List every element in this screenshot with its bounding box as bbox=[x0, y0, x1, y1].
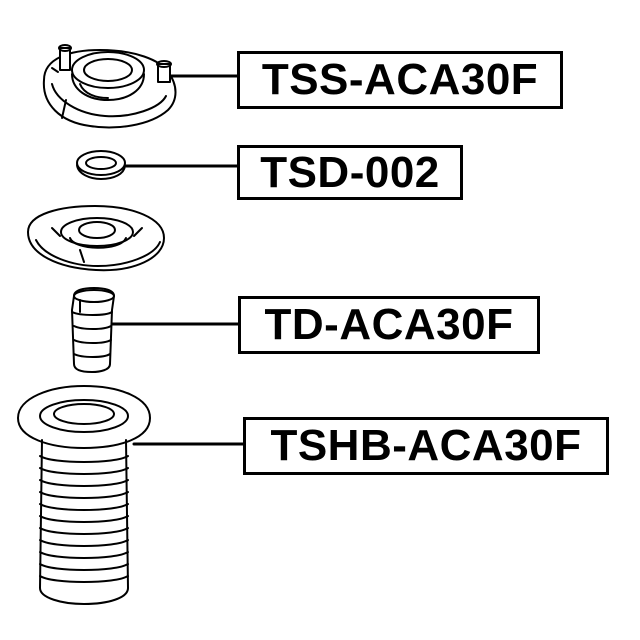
spring-seat-icon bbox=[27, 205, 165, 272]
strut-mount-icon bbox=[42, 44, 177, 129]
part-number-label-2: TSD-002 bbox=[237, 145, 463, 200]
bump-stop-icon bbox=[71, 287, 115, 373]
part-number-label-1: TSS-ACA30F bbox=[237, 51, 563, 109]
part-number-label-5: TSHB-ACA30F bbox=[243, 417, 609, 475]
bearing-ring-icon bbox=[76, 150, 126, 180]
dust-boot-icon bbox=[17, 385, 151, 605]
part-number-label-4: TD-ACA30F bbox=[238, 296, 540, 354]
